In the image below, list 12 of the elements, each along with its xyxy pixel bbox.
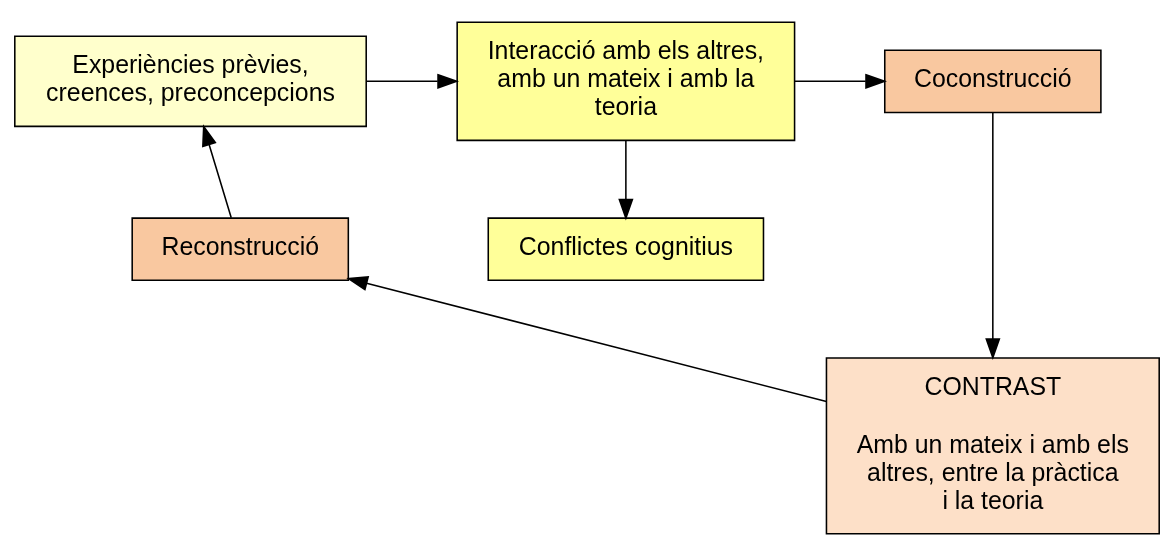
arrow: [202, 123, 232, 219]
arrow: [346, 275, 828, 402]
arrow: [365, 73, 460, 89]
node-box: Coconstrucció: [884, 48, 1102, 113]
node-box: Experiències prèvies, creences, preconcepcions: [14, 34, 367, 127]
node-box: Reconstrucció: [131, 216, 350, 281]
node-box: CONTRAST Amb un mateix i amb els altres, entre la pràctica i la teoria: [825, 356, 1160, 535]
arrow: [618, 139, 634, 220]
node-box: Interacció amb els altres, amb un mateix i amb la teoria: [456, 20, 796, 141]
arrow: [794, 73, 887, 89]
node-box: Conflictes cognitius: [487, 216, 765, 281]
arrow: [985, 111, 1001, 360]
